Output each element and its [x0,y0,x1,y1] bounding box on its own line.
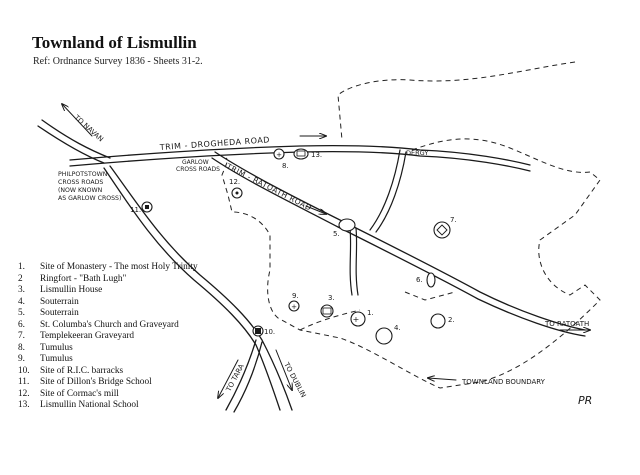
legend-item: 7. Templekeeran Graveyard [18,331,253,343]
legend-item: 8. Tumulus [18,343,253,355]
tara-branch-road [225,339,263,413]
garlow-cross-label: GARLOW [182,159,209,166]
site-1-number: 1. [367,309,374,317]
site-8: + 8. [273,148,289,170]
legend-text: Tumulus [40,342,73,353]
legend-number: 12. [18,388,30,399]
site-6: 6. [416,272,436,288]
trim-drogheda-road [69,144,531,172]
legend-number: 3. [18,285,25,295]
legend-list: 1. Site of Monastery - The most Holy Trin… [18,262,253,412]
map-title: Townland of Lismullin [32,33,197,52]
site-13: 13. [293,148,322,160]
legend-number: 13. [18,400,30,410]
site-12-number: 12. [229,178,240,186]
to-tara-label: TO TARA [224,363,246,394]
legend-number: 8. [18,342,25,353]
site-9-number: 9. [292,292,299,300]
legend-item: 12. Site of Cormac's mill [18,389,253,401]
map-reference: Ref: Ordnance Survey 1836 - Sheets 31-2. [33,56,203,67]
trim-ratoath-road-label: TRIM - RATOATH ROAD [224,161,313,212]
site-7: 7. [433,216,457,239]
philpotstown-label: PHILPOTSTOWN [58,171,108,178]
legend-number: 4. [18,296,25,307]
legend-number: 10. [18,365,30,376]
legend-number: 5. [18,308,25,318]
legend-number: 7. [18,331,25,341]
to-navan-arrow [62,104,93,137]
legend-item: 1. Site of Monastery - The most Holy Trin… [18,262,253,274]
site-3: 3. [320,294,335,318]
avenue-to-lismullin-house [349,227,359,296]
legend-item: 3. Lismullin House [18,285,253,297]
legend-text: Site of Dillon's Bridge School [40,377,152,387]
site-4: 4. [375,324,401,345]
legend-number: 2 [18,273,23,284]
site-8-number: 8. [282,162,289,170]
garlow-cross-label: CROSS ROADS [176,166,220,173]
legend-text: Site of R.I.C. barracks [40,365,124,376]
legend-text: Souterrain [40,308,79,318]
legend-item: 9. Tumulus [18,354,253,366]
legend-text: Site of Monastery - The most Holy Trinit… [40,262,198,272]
legend-item: 13. Lismullin National School [18,400,253,412]
townland-boundary-line [221,61,601,389]
site-2: 2. [430,313,455,329]
site-5-number: 5. [333,230,340,238]
site-3-number: 3. [328,294,335,302]
site-1: + 1. [350,309,374,327]
site-4-number: 4. [394,324,401,332]
boundary-label-arrow [428,378,457,380]
to-navan-label: TO NAVAN [72,113,105,144]
svg-text:+: + [291,303,297,311]
site-12: 12. [229,178,243,199]
to-dublin-arrow [275,349,292,390]
site-11-number: 11. [130,206,141,214]
tara-dublin-road [103,165,293,411]
legend-text: Souterrain [40,296,79,307]
legend-item: 11. Site of Dillon's Bridge School [18,377,253,389]
site-13-number: 13. [311,151,322,159]
site-9: + 9. [288,292,300,312]
site-10-number: 10. [264,328,275,336]
legend-number: 9. [18,354,25,364]
site-2-number: 2. [448,316,455,324]
trim-ratoath-road [211,151,586,337]
legend-text: Site of Cormac's mill [40,388,119,399]
legend-item: 2 Ringfort - "Bath Lugh" [18,274,253,286]
dergy-road [369,149,407,233]
legend-item: 5. Souterrain [18,308,253,320]
site-11: 11. [130,201,153,214]
legend-text: Lismullin National School [40,400,139,410]
legend-text: Lismullin House [40,285,103,295]
svg-text:+: + [276,151,282,159]
site-7-number: 7. [450,216,457,224]
philpotstown-label: (NOW KNOWN [58,187,103,194]
legend-number: 11. [18,377,30,387]
legend-item: 10. Site of R.I.C. barracks [18,366,253,378]
signature-mark: PR [578,394,592,407]
site-10: 10. [252,325,275,337]
townland-boundary-label: TOWNLAND BOUNDARY [461,378,546,386]
legend-text: Tumulus [40,354,73,364]
philpotstown-label: AS GARLOW CROSS) [58,195,121,202]
townland-boundary-line [299,291,456,331]
to-ratoath-label: TO RATOATH [544,320,589,328]
philpotstown-label: CROSS ROADS [58,179,103,186]
navan-road [37,119,111,164]
legend-text: Templekeeran Graveyard [40,331,135,341]
dergy-label: DERGY [406,149,428,157]
ratoath-road-arrow [305,205,326,214]
legend-item: 6. St. Columba's Church and Graveyard [18,320,253,332]
legend-number: 1. [18,262,25,272]
site-5: 5. [333,218,356,238]
legend-number: 6. [18,319,25,330]
legend-item: 4. Souterrain [18,297,253,309]
legend-text: Ringfort - "Bath Lugh" [40,273,127,284]
svg-text:+: + [353,315,360,324]
to-tara-arrow [218,359,239,398]
site-6-number: 6. [416,276,423,284]
legend-text: St. Columba's Church and Graveyard [40,319,179,330]
